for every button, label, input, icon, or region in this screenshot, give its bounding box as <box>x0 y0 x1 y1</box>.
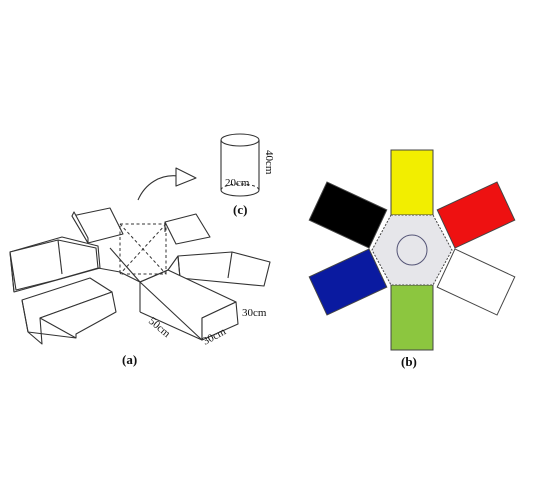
maze-arm-front-left <box>21 277 117 345</box>
arm-lower-left <box>308 248 388 316</box>
radial-maze-drawing <box>9 207 271 345</box>
maze-arm-back-right <box>164 213 211 245</box>
center-hexagon <box>371 214 453 286</box>
arm-upper-left <box>308 181 388 249</box>
cylinder-drawing <box>220 133 260 197</box>
maze-arm-back-left <box>71 207 124 244</box>
panel-c-label: (c) <box>233 202 247 217</box>
maze-center-hub <box>97 223 179 283</box>
wall-height-label: 30cm <box>242 307 267 319</box>
arm-bottom <box>390 284 434 351</box>
colored-maze-top-view <box>308 149 516 351</box>
center-circle <box>396 234 428 266</box>
maze-arm-right <box>177 251 271 287</box>
arm-length-label: 50cm <box>146 315 173 340</box>
panel-a-label: (a) <box>122 352 137 367</box>
arm-top <box>390 149 434 216</box>
curved-arrow <box>137 167 197 201</box>
panel-b-label: (b) <box>401 354 417 369</box>
cylinder-height-label: 40cm <box>263 150 275 175</box>
arm-upper-right <box>436 181 516 249</box>
maze-arm-left <box>9 236 101 293</box>
arm-lower-right <box>436 248 516 316</box>
cylinder-diameter-label: 20cm <box>225 177 250 189</box>
